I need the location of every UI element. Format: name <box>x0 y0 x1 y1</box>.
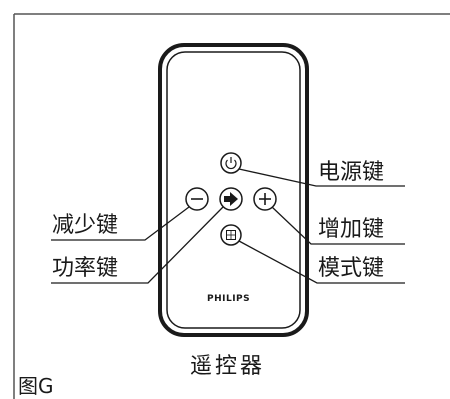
minus-leader-line <box>51 206 190 241</box>
minus-button[interactable] <box>185 187 209 211</box>
mode-key-label: 模式键 <box>318 256 385 281</box>
power-leader-line <box>238 168 405 187</box>
remote-body-outer <box>158 43 309 337</box>
plus-button[interactable] <box>253 187 277 211</box>
plus-key-label: 增加键 <box>318 217 385 242</box>
power-icon <box>225 157 237 170</box>
mode-grid-icon <box>226 230 236 240</box>
brand-logo-text: PHILIPS <box>207 294 251 304</box>
remote-body-inner <box>166 51 301 329</box>
figure-label: 图G <box>18 374 54 398</box>
remote-caption: 遥控器 <box>190 354 266 379</box>
plus-leader-line <box>271 206 405 245</box>
minus-key-label: 减少键 <box>52 213 119 238</box>
mode-leader-line <box>238 240 405 284</box>
enter-button[interactable] <box>219 187 243 211</box>
arrow-right-icon <box>224 192 238 206</box>
wattage-key-label: 功率键 <box>52 256 119 281</box>
power-key-label: 电源键 <box>318 160 385 185</box>
mode-button[interactable] <box>220 224 242 246</box>
plus-icon <box>259 193 271 205</box>
wattage-leader-line <box>51 206 224 284</box>
power-button[interactable] <box>220 152 242 174</box>
